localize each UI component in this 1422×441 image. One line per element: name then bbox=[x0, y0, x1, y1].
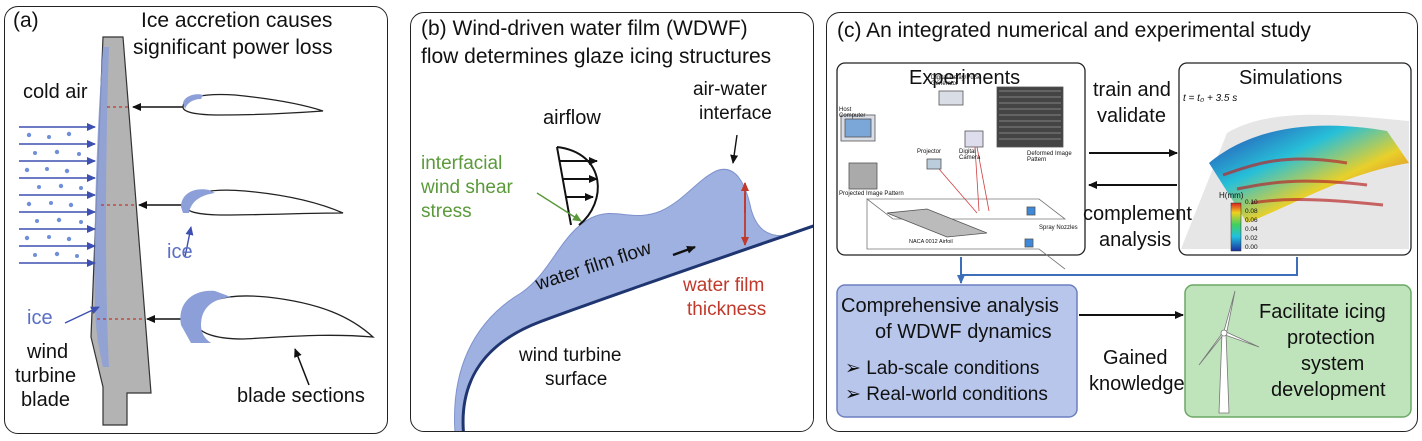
exp-airfoil-label: NACA 0012 Airfoil bbox=[909, 239, 953, 245]
exp-host-label: Host Computer bbox=[839, 107, 866, 119]
analysis-title-1: Comprehensive analysis bbox=[841, 295, 1059, 317]
gained-label-1: Gained bbox=[1103, 347, 1168, 369]
exp-nozzles-label: Spray Nozzles bbox=[1039, 225, 1078, 231]
panel-a: (a) Ice accretion causes significant pow… bbox=[4, 6, 388, 434]
exp-projected-label: Projected Image Pattern bbox=[839, 191, 904, 197]
facilitate-label-3: system bbox=[1301, 353, 1365, 375]
interface-label-1: air-water bbox=[693, 79, 767, 100]
facilitate-box bbox=[1184, 284, 1412, 418]
colorbar-tick-3: 0.04 bbox=[1245, 226, 1258, 233]
cold-air-arrows bbox=[19, 123, 96, 267]
gained-label-2: knowledge bbox=[1089, 373, 1185, 395]
ice-label-left: ice bbox=[27, 307, 53, 329]
analysis-title-2: of WDWF dynamics bbox=[875, 321, 1052, 343]
panel-b-title-2: flow determines glaze icing structures bbox=[421, 45, 772, 68]
airfoil-section-3 bbox=[194, 295, 375, 340]
exp-projector-label: Projector bbox=[917, 149, 942, 155]
facilitate-label-2: protection bbox=[1287, 327, 1375, 349]
colorbar-tick-2: 0.06 bbox=[1245, 217, 1258, 224]
panel-c-title: (c) An integrated numerical and experime… bbox=[837, 19, 1311, 42]
blade-ice bbox=[94, 47, 109, 367]
colorbar-tick-0: 0.10 bbox=[1245, 199, 1258, 206]
exp-delay-label: Digital Delay/Pulse Generator bbox=[931, 75, 982, 87]
thickness-label-2: thickness bbox=[687, 299, 767, 320]
train-label-1: train and bbox=[1093, 79, 1171, 101]
airflow-profile bbox=[556, 146, 599, 226]
analysis-box bbox=[836, 284, 1078, 418]
interface-label-2: interface bbox=[699, 103, 772, 124]
cold-air-label: cold air bbox=[23, 81, 88, 103]
panel-a-title-2: significant power loss bbox=[133, 36, 333, 59]
facilitate-label-4: development bbox=[1271, 379, 1386, 401]
thickness-label-1: water film bbox=[683, 275, 765, 296]
train-label-2: validate bbox=[1097, 105, 1166, 127]
panel-a-diagram bbox=[19, 36, 375, 426]
panel-b-diagram bbox=[454, 134, 813, 431]
colorbar-title: H(mm) bbox=[1219, 191, 1244, 200]
colorbar-tick-4: 0.02 bbox=[1245, 235, 1258, 242]
panel-c: (c) An integrated numerical and experime… bbox=[826, 12, 1418, 432]
shear-label-2: wind shear bbox=[421, 177, 513, 198]
ice-label-right: ice bbox=[167, 241, 193, 263]
panel-b: (b) Wind-driven water film (WDWF) flow d… bbox=[410, 12, 814, 432]
panel-c-diagram bbox=[836, 62, 1412, 418]
colorbar-tick-5: 0.00 bbox=[1245, 244, 1258, 251]
facilitate-label-1: Facilitate icing bbox=[1259, 301, 1386, 323]
blade-sections-label: blade sections bbox=[237, 385, 365, 407]
blade-label-1: wind bbox=[27, 341, 69, 363]
blade-label-3: blade bbox=[21, 389, 70, 411]
experiment-sketch bbox=[840, 86, 1067, 270]
droplets bbox=[24, 131, 83, 258]
wind-turbine-icon bbox=[1198, 290, 1260, 414]
exp-deformed-label: Deformed Image Pattern bbox=[1027, 151, 1072, 163]
airfoil-section-2 bbox=[184, 189, 344, 216]
shear-label-1: interfacial bbox=[421, 153, 503, 174]
shear-label-3: stress bbox=[421, 201, 472, 222]
airflow-label: airflow bbox=[543, 107, 601, 129]
complement-label-2: analysis bbox=[1099, 229, 1172, 251]
surface-label-2: surface bbox=[545, 369, 608, 390]
bullet-lab-scale: ➢ Lab-scale conditions bbox=[845, 358, 1040, 379]
surface-label-1: wind turbine bbox=[519, 345, 622, 366]
simulations-label: Simulations bbox=[1239, 67, 1343, 89]
colorbar-tick-1: 0.08 bbox=[1245, 208, 1258, 215]
complement-label-1: complement bbox=[1083, 203, 1192, 225]
airfoil-section-1 bbox=[182, 93, 324, 116]
panel-a-label: (a) bbox=[13, 9, 39, 32]
simulation-render bbox=[1181, 114, 1409, 252]
blade-label-2: turbine bbox=[15, 365, 77, 387]
panel-b-title-1: (b) Wind-driven water film (WDWF) bbox=[421, 17, 748, 40]
exp-camera-label: Digital Camera bbox=[959, 149, 981, 161]
bullet-real-world: ➢ Real-world conditions bbox=[845, 384, 1048, 405]
experiments-label: Experiments bbox=[909, 67, 1021, 89]
panel-a-title-1: Ice accretion causes bbox=[141, 9, 333, 32]
sim-time-label: t = t₀ + 3.5 s bbox=[1183, 93, 1238, 104]
